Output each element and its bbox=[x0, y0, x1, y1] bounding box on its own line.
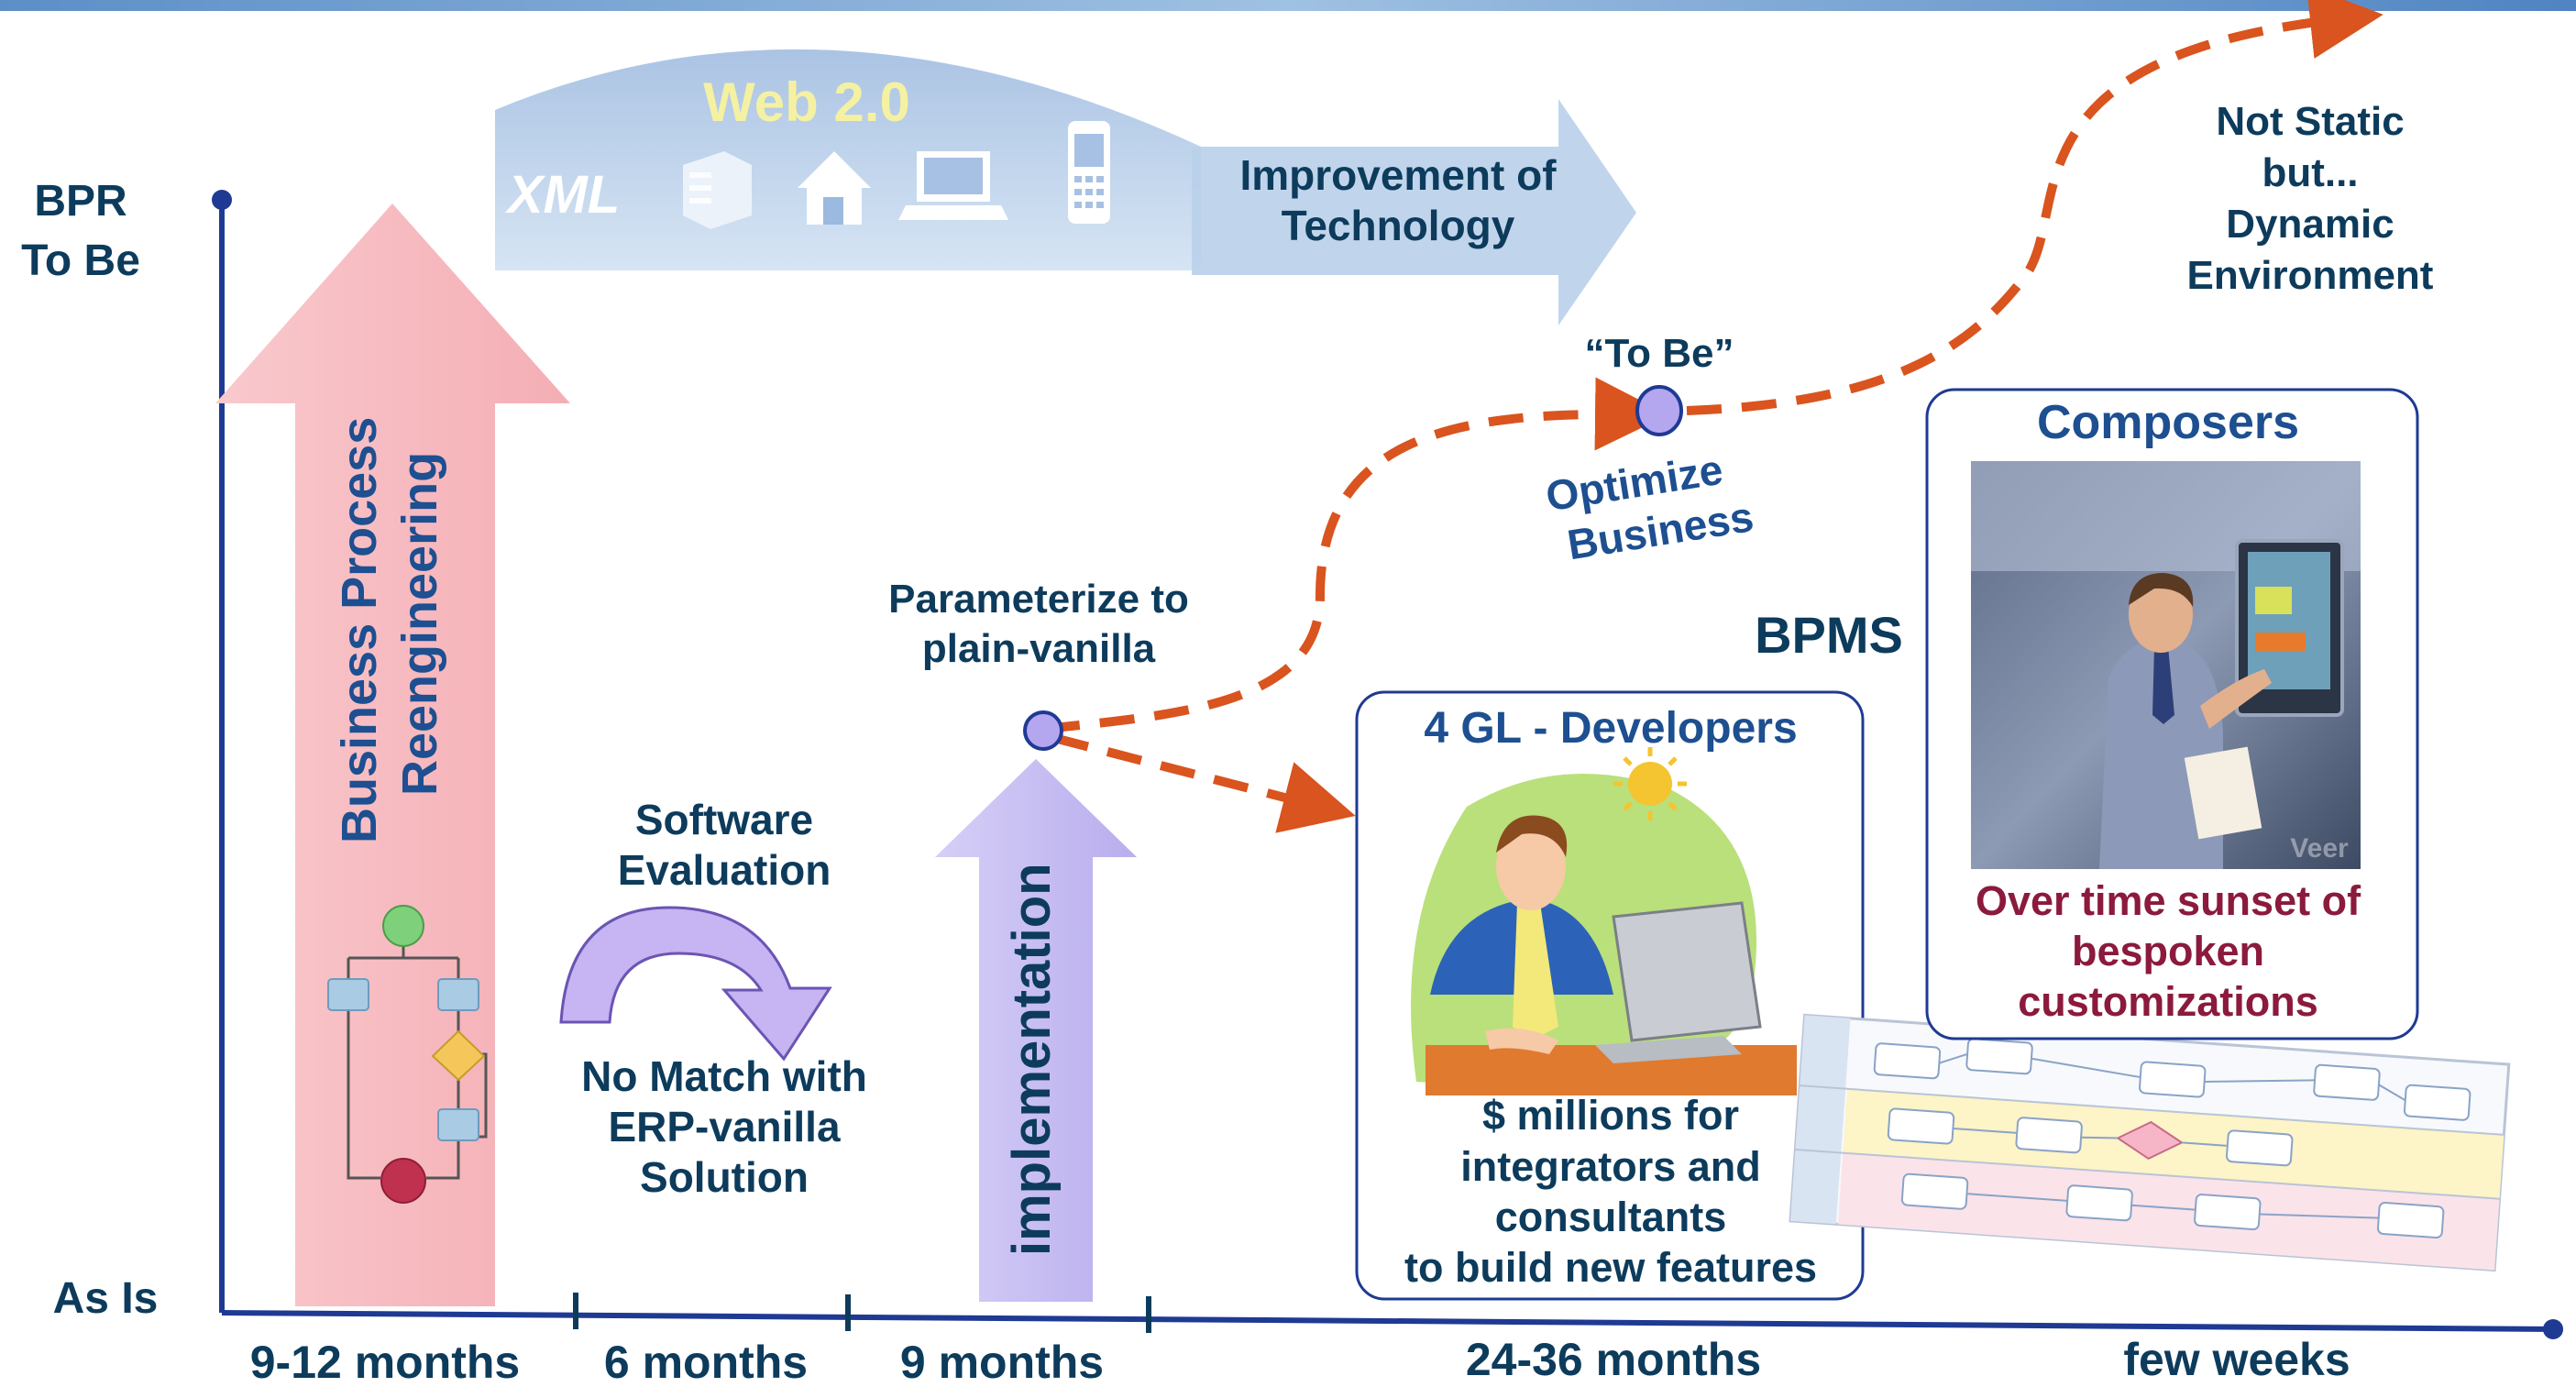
developers-line1: $ millions for bbox=[1482, 1092, 1739, 1139]
parameterize-group: Parameterize to plain-vanilla bbox=[888, 577, 1189, 671]
web-technology-group: Web 2.0 XML Improvement of Technology bbox=[495, 49, 1636, 325]
optimize-business: Optimize Business bbox=[1543, 446, 1757, 569]
x-axis-endpoint bbox=[2543, 1319, 2563, 1339]
x-segment-label: 9-12 months bbox=[250, 1337, 521, 1387]
photo-watermark: Veer bbox=[2290, 833, 2349, 864]
x-segment-label: few weeks bbox=[2123, 1334, 2350, 1385]
not-static-line1: Not Static bbox=[2216, 99, 2404, 144]
not-static-line2: but... bbox=[2262, 150, 2358, 195]
composers-line2: bespoken bbox=[2072, 928, 2264, 974]
x-segment-label: 6 months bbox=[604, 1337, 808, 1387]
developers-line3: consultants bbox=[1495, 1194, 1727, 1240]
dashed-paths bbox=[1044, 0, 2383, 833]
not-static-line3: Dynamic bbox=[2226, 202, 2394, 247]
home-icon bbox=[798, 151, 871, 225]
mobile-phone-icon bbox=[1068, 121, 1110, 224]
y-top-label-line1: BPR bbox=[34, 177, 127, 226]
y-bottom-label: As Is bbox=[53, 1274, 159, 1323]
developers-line2: integrators and bbox=[1460, 1143, 1761, 1190]
technology-label-line1: Improvement of bbox=[1239, 151, 1557, 199]
xml-label: XML bbox=[505, 165, 620, 225]
implementation-label: implementation bbox=[1002, 863, 1062, 1256]
not-static-line4: Environment bbox=[2187, 253, 2434, 298]
to-be-node bbox=[1635, 385, 1683, 436]
composers-box: Composers Veer Over time sunset of bespo… bbox=[1925, 388, 2419, 1040]
to-be-label: “To Be” bbox=[1585, 331, 1734, 376]
flowchart-task bbox=[327, 978, 369, 1011]
x-axis bbox=[221, 1310, 2559, 1332]
server-icon bbox=[683, 151, 752, 229]
no-match-line3: Solution bbox=[640, 1153, 809, 1201]
developer-illustration bbox=[1411, 747, 1797, 1095]
flowchart-start-node bbox=[382, 905, 424, 947]
developers-box: 4 GL - Developers $ millions for bbox=[1355, 690, 1865, 1301]
evaluation-uturn-arrow bbox=[559, 906, 832, 1062]
flowchart-task bbox=[437, 1108, 479, 1141]
composers-line1: Over time sunset of bbox=[1976, 877, 2361, 924]
bpr-arrow-group: Business Process Reengineering bbox=[215, 204, 570, 1306]
path-to-developers bbox=[1052, 733, 1356, 833]
developers-line4: to build new features bbox=[1404, 1244, 1817, 1291]
x-segment-label: 9 months bbox=[900, 1337, 1104, 1387]
x-segment-label: 24-36 months bbox=[1466, 1334, 1761, 1385]
technology-label-line2: Technology bbox=[1282, 202, 1515, 249]
no-match-line2: ERP-vanilla bbox=[608, 1103, 841, 1150]
flowchart-task bbox=[437, 978, 479, 1011]
bpms-process-screenshot bbox=[1789, 1013, 2511, 1272]
parameterize-line1: Parameterize to bbox=[888, 577, 1189, 622]
developers-title: 4 GL - Developers bbox=[1424, 704, 1797, 753]
y-axis-endpoint bbox=[212, 190, 232, 210]
bpr-label-line2: Reengineering bbox=[392, 452, 447, 796]
web-arc bbox=[495, 49, 1201, 270]
parameterize-line2: plain-vanilla bbox=[922, 626, 1156, 671]
y-top-label-line2: To Be bbox=[21, 237, 140, 285]
parameterize-node bbox=[1023, 710, 1063, 751]
bpms-label: BPMS bbox=[1755, 606, 1903, 664]
software-eval-line1: Software bbox=[635, 796, 813, 843]
not-static-group: Not Static but... Dynamic Environment bbox=[2187, 99, 2434, 298]
no-match-line1: No Match with bbox=[581, 1052, 867, 1100]
bpr-arrow bbox=[215, 204, 570, 1306]
flowchart-decision bbox=[431, 1029, 486, 1082]
composer-photo: Veer bbox=[1971, 461, 2361, 869]
composers-title: Composers bbox=[2037, 396, 2299, 449]
implementation-arrow bbox=[935, 759, 1137, 1302]
path-to-dynamic bbox=[1686, 0, 2383, 415]
composers-line3: customizations bbox=[2018, 978, 2318, 1025]
laptop-icon bbox=[898, 151, 1008, 220]
technology-arrow bbox=[1192, 99, 1636, 325]
flowchart-end-node bbox=[380, 1158, 426, 1204]
web-title: Web 2.0 bbox=[703, 72, 910, 133]
top-banner bbox=[0, 0, 2576, 11]
axes: BPR To Be As Is 9-12 months 6 months 9 m… bbox=[21, 177, 2563, 1387]
path-to-be bbox=[1044, 377, 1668, 733]
bpr-label-line1: Business Process bbox=[332, 417, 387, 843]
sun-icon bbox=[1613, 747, 1687, 820]
implementation-group: implementation bbox=[935, 759, 1137, 1302]
software-eval-line2: Evaluation bbox=[618, 846, 831, 894]
software-evaluation-group: Software Evaluation No Match with ERP-va… bbox=[559, 796, 867, 1201]
